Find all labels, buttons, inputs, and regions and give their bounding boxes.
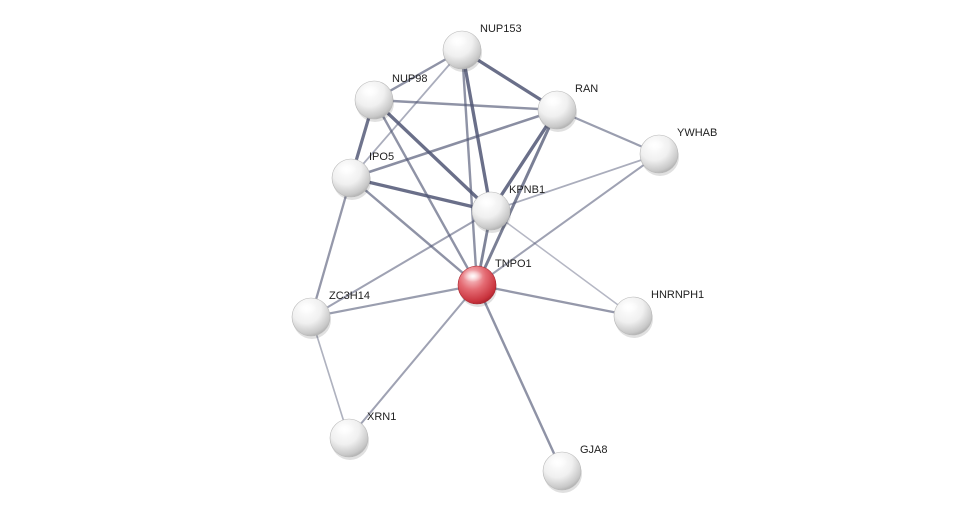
node-highlight xyxy=(645,139,665,151)
edge-ipo5-kpnb1[interactable] xyxy=(349,176,493,213)
node-label-gja8: GJA8 xyxy=(580,444,608,456)
edge-ipo5-zc3h14[interactable] xyxy=(309,176,353,319)
node-label-xrn1: XRN1 xyxy=(367,411,396,423)
node-highlight xyxy=(463,270,483,282)
node-highlight xyxy=(335,423,355,435)
edge-tnpo1-zc3h14[interactable] xyxy=(309,283,479,319)
edge-kpnb1-zc3h14[interactable] xyxy=(309,209,493,319)
node-xrn1[interactable]: XRN1 xyxy=(329,411,396,460)
edge-tnpo1-gja8[interactable] xyxy=(475,283,564,473)
node-zc3h14[interactable]: ZC3H14 xyxy=(291,290,370,339)
edge-nup153-ipo5[interactable] xyxy=(350,49,463,179)
node-highlight xyxy=(337,163,357,175)
edge-nup98-kpnb1[interactable] xyxy=(372,98,493,213)
edge-tnpo1-hnrnph1[interactable] xyxy=(475,283,635,318)
edge-ywhab-kpnb1[interactable] xyxy=(490,153,660,212)
node-highlight xyxy=(297,302,317,314)
edge-tnpo1-xrn1[interactable] xyxy=(347,283,479,440)
edge-ran-kpnb1[interactable] xyxy=(489,108,559,213)
node-highlight xyxy=(360,85,380,97)
node-nup98[interactable]: NUP98 xyxy=(354,73,427,122)
node-highlight xyxy=(619,301,639,313)
edges-layer xyxy=(309,48,661,473)
edge-ywhab-tnpo1[interactable] xyxy=(475,152,661,287)
edge-ran-ipo5[interactable] xyxy=(349,108,559,180)
edge-nup153-kpnb1[interactable] xyxy=(460,48,493,213)
node-label-tnpo1: TNPO1 xyxy=(495,258,532,270)
node-highlight xyxy=(548,456,568,468)
node-ran[interactable]: RAN xyxy=(537,83,598,132)
node-label-nup153: NUP153 xyxy=(480,23,522,35)
node-gja8[interactable]: GJA8 xyxy=(542,444,608,493)
node-highlight xyxy=(477,196,497,208)
edge-nup98-ran[interactable] xyxy=(372,98,559,112)
node-label-nup98: NUP98 xyxy=(392,73,427,85)
edge-ran-tnpo1[interactable] xyxy=(475,108,559,287)
node-label-zc3h14: ZC3H14 xyxy=(329,290,370,302)
node-label-ran: RAN xyxy=(575,83,598,95)
node-ywhab[interactable]: YWHAB xyxy=(639,127,717,176)
edge-zc3h14-xrn1[interactable] xyxy=(310,316,350,439)
edge-ipo5-tnpo1[interactable] xyxy=(349,176,479,287)
node-label-hnrnph1: HNRNPH1 xyxy=(651,289,704,301)
node-ipo5[interactable]: IPO5 xyxy=(331,151,394,200)
node-kpnb1[interactable]: KPNB1 xyxy=(471,184,545,233)
node-nup153[interactable]: NUP153 xyxy=(442,23,522,72)
node-label-ipo5: IPO5 xyxy=(369,151,394,163)
node-tnpo1[interactable]: TNPO1 xyxy=(457,258,532,307)
node-label-ywhab: YWHAB xyxy=(677,127,717,139)
node-highlight xyxy=(543,95,563,107)
edge-kpnb1-hnrnph1[interactable] xyxy=(490,210,634,317)
edge-nup153-tnpo1[interactable] xyxy=(460,48,479,287)
node-hnrnph1[interactable]: HNRNPH1 xyxy=(613,289,704,338)
node-highlight xyxy=(448,35,468,47)
node-label-kpnb1: KPNB1 xyxy=(509,184,545,196)
edge-nup98-tnpo1[interactable] xyxy=(372,98,479,287)
